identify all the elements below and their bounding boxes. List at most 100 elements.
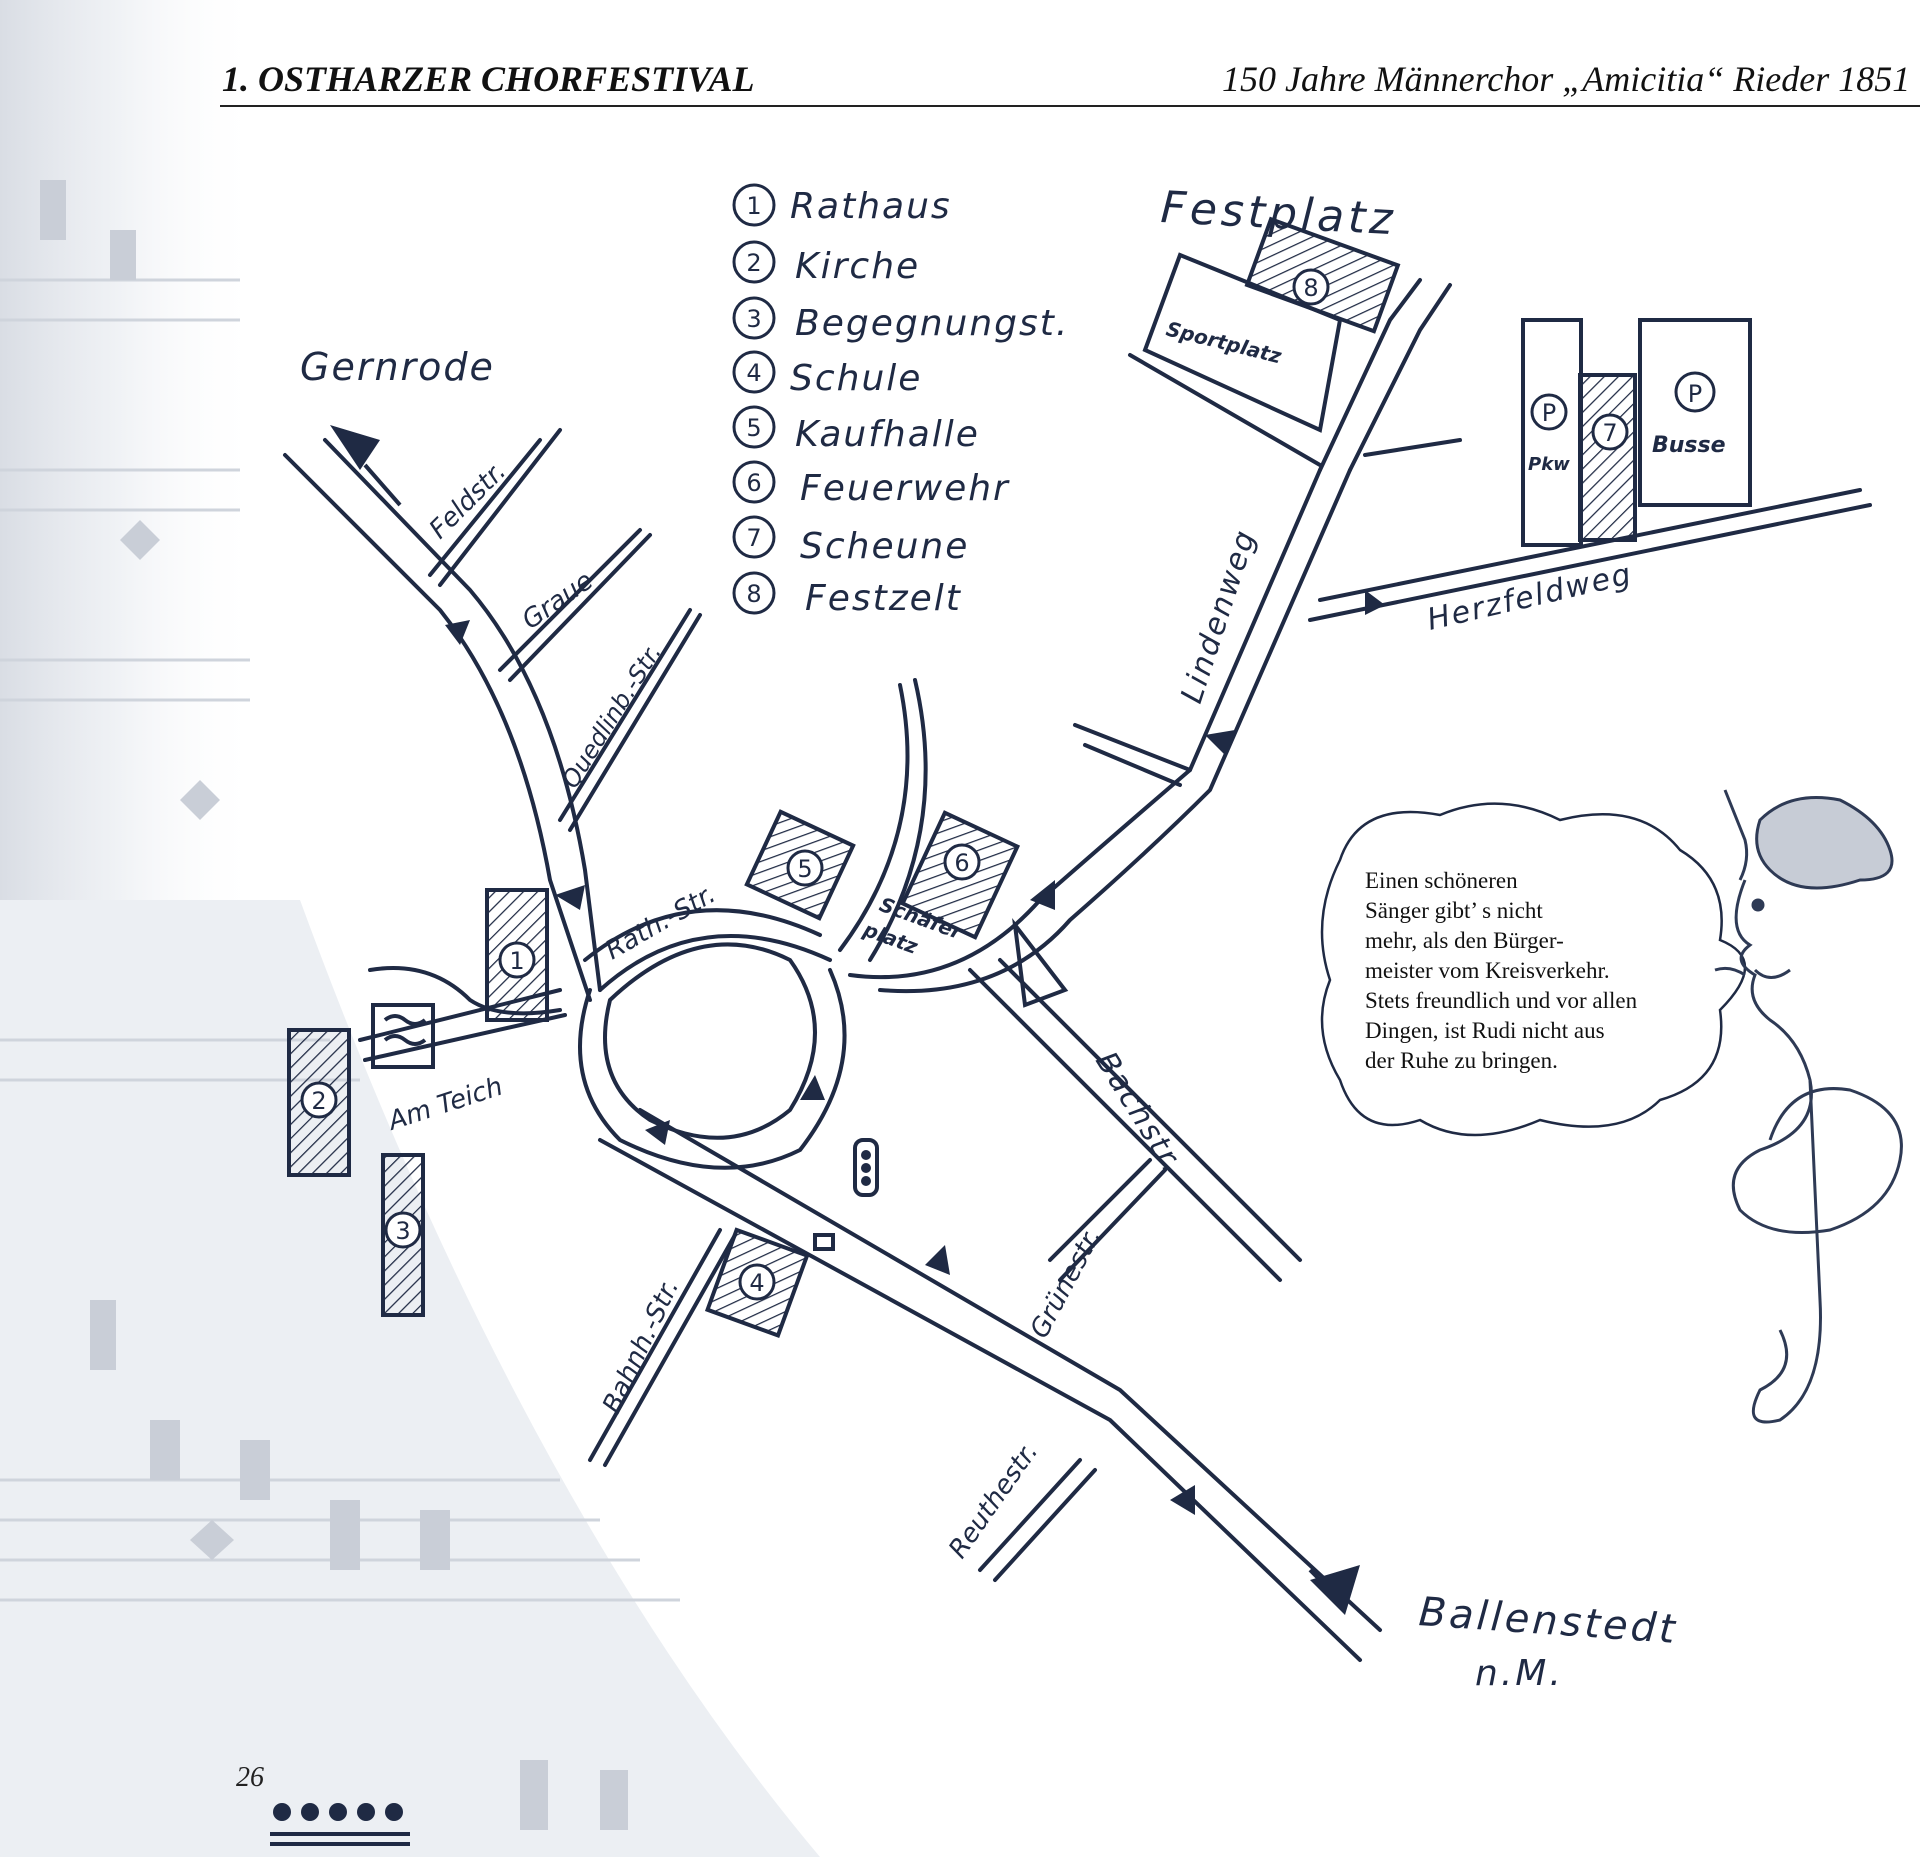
page-number: 26 (236, 1762, 264, 1793)
parking-busse-label: Busse (1652, 433, 1726, 458)
speech-line: Stets freundlich und vor allen (1365, 988, 1638, 1013)
speech-line: meister vom Kreisverkehr. (1365, 958, 1610, 983)
road-reuthestr (978, 1458, 1082, 1572)
arrow-ballenstedt-shaft (1308, 1568, 1342, 1602)
header-right-title: 150 Jahre Männerchor „Amicitia“ Rieder 1… (1222, 59, 1920, 99)
speech-line: Einen schöneren (1365, 868, 1518, 893)
street-feldstr: Feldstr. (424, 457, 512, 545)
speech-bubble (1320, 802, 1747, 1137)
mouth (1753, 968, 1791, 979)
legend-label: Scheune (800, 526, 969, 567)
street-am-teich: Am Teich (383, 1072, 506, 1138)
sportplatz-outline (1142, 252, 1343, 433)
roundabout-inner (603, 942, 817, 1140)
parking-p-icon: P (1688, 380, 1702, 408)
speech-line: Sänger gibt’ s nicht (1365, 898, 1543, 923)
arrow-ballenstedt-head (1310, 1565, 1360, 1615)
parking-pkw-outline (1521, 318, 1583, 547)
marker-8: 8 (1303, 274, 1318, 302)
arrow-marker (555, 885, 585, 910)
traffic-island (1012, 917, 1069, 1008)
street-bachstr: Bachstr. (1088, 1046, 1190, 1181)
traffic-light-icon (853, 1138, 879, 1197)
legend-label: Festzelt (805, 578, 962, 619)
legend-number: 8 (746, 580, 761, 608)
speech-line: mehr, als den Bürger- (1365, 928, 1564, 953)
place-festplatz: Festplatz (1159, 182, 1397, 245)
street-herzfeldweg: Herzfeldweg (1424, 557, 1636, 638)
road-bachstr (968, 968, 1282, 1282)
marker-4: 4 (749, 1269, 764, 1297)
road-ballenstedt-right (638, 1108, 1382, 1632)
clef-tail (1751, 1079, 1822, 1424)
road-gernrode-right-edge (323, 438, 602, 992)
legend-number: 5 (746, 414, 761, 442)
legend-number: 6 (746, 469, 761, 497)
legend-number: 7 (746, 524, 761, 552)
parking-p-icon: P (1542, 399, 1556, 427)
arrow-marker (1030, 880, 1055, 910)
legend-number: 3 (746, 305, 761, 333)
road-quedlinb (558, 608, 692, 822)
arrow-marker (800, 1075, 825, 1100)
road-ballenstedt-left (598, 1138, 1362, 1662)
place-gernrode: Gernrode (300, 345, 495, 389)
legend-number: 1 (746, 192, 761, 220)
building-rathaus (485, 888, 549, 1022)
marker-1: 1 (509, 947, 524, 975)
street-lindenweg: Lindenweg (1174, 525, 1263, 708)
legend-label: Rathaus (790, 186, 952, 227)
speech-line: der Ruhe zu bringen. (1365, 1048, 1558, 1073)
arrow-gernrode-shaft (363, 463, 402, 507)
marker-3: 3 (395, 1217, 410, 1245)
place-ballenstedt: Ballenstedt (1417, 1589, 1679, 1653)
arrow-marker (1205, 730, 1235, 755)
arrow-marker (1170, 1485, 1195, 1515)
road-bahnhstr (588, 1228, 722, 1462)
road-herzfeldweg (1318, 488, 1862, 602)
treble-clef-character-illustration (1714, 789, 1903, 1424)
arrow-marker (645, 1120, 670, 1145)
arrow-gernrode-head (330, 425, 380, 470)
pedestrian-crossing-icon (813, 1233, 835, 1251)
pond-water (383, 1014, 427, 1046)
parking-pkw-label: Pkw (1528, 454, 1570, 475)
marker-7: 7 (1602, 419, 1617, 447)
legend-label: Kirche (795, 246, 920, 287)
road-schaeferplatz (838, 683, 910, 952)
road-side-lindenweg (1073, 723, 1192, 772)
speech-line: Dingen, ist Rudi nicht aus (1365, 1018, 1605, 1043)
arrow-marker (925, 1245, 950, 1275)
legend-label: Begegnungst. (795, 303, 1069, 344)
marker-5: 5 (797, 855, 812, 883)
road-feldstr (428, 438, 542, 577)
building-scheune (1578, 373, 1637, 542)
arrow-marker (1365, 590, 1385, 615)
speech-tail (1714, 966, 1746, 977)
pond-outline (371, 1003, 435, 1069)
header-left-title: 1. OSTHARZER CHORFESTIVAL (222, 59, 755, 99)
roads (283, 278, 1872, 1662)
marker-6: 6 (954, 849, 969, 877)
hat (1755, 796, 1894, 890)
eye (1751, 898, 1765, 912)
legend: 1 2 3 4 5 6 7 8 Rathaus Kirche Begegnung… (732, 183, 1069, 619)
road-arrows (330, 425, 1385, 1615)
road-gruenestr (1048, 1158, 1152, 1262)
arrow-marker (445, 620, 470, 645)
clef-body (1731, 879, 1903, 1234)
place-ballenstedt-suffix: n.M. (1475, 1653, 1564, 1694)
legend-number: 2 (746, 249, 761, 277)
legend-label: Feuerwehr (800, 468, 1010, 509)
street-quedlinb: Quedlinb.-Str. (556, 639, 667, 793)
roundabout-outer (578, 968, 847, 1170)
road-rathstr (598, 934, 832, 992)
parking-busse-outline (1638, 318, 1752, 507)
legend-label: Kaufhalle (795, 414, 980, 455)
legend-label: Schule (790, 358, 922, 399)
header-rule (220, 105, 1920, 107)
place-sportplatz: Sportplatz (1164, 317, 1284, 369)
street-rathstr: Rath.-Str. (601, 879, 721, 966)
